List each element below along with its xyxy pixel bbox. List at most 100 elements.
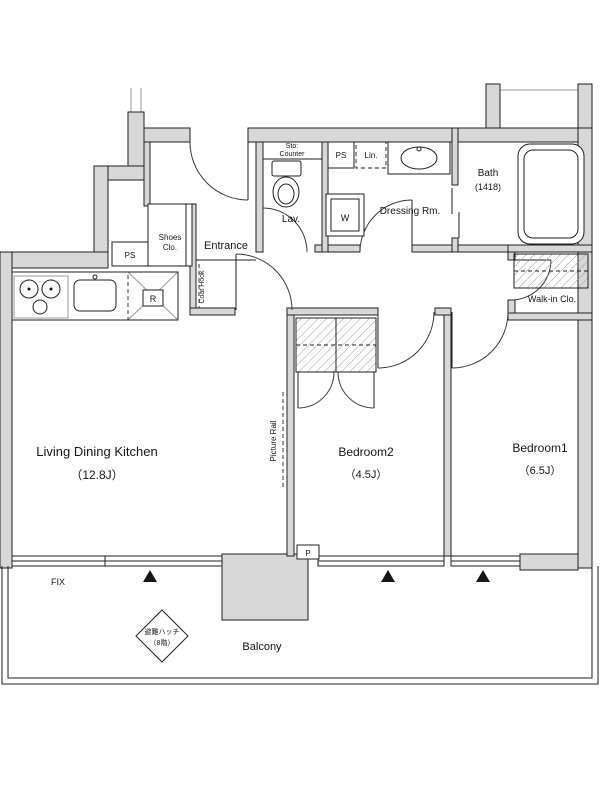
door-swing-arc: [359, 199, 413, 253]
wall-segment: [286, 307, 379, 316]
lavatory-door: [262, 207, 308, 253]
refrigerator-label-box: [142, 289, 164, 307]
bedroom2-closet: [295, 317, 377, 373]
windows: [11, 555, 521, 567]
dressing-room-door: [359, 199, 413, 253]
room-label-shoes-closet-2: Clo.: [163, 243, 177, 252]
stove-outline: [13, 275, 69, 319]
pipe-space-box-dressing: [327, 141, 355, 169]
toilet-bowl: [272, 176, 300, 208]
room-size-bedroom1: （6.5J）: [519, 464, 562, 477]
fix-window: [11, 555, 106, 567]
opening-marker-triangle: [476, 570, 490, 582]
room-label-balcony: Balcony: [242, 641, 282, 653]
room-size-bath: (1418): [475, 182, 501, 192]
toilet: [271, 160, 302, 208]
label-refrigerator: R: [150, 294, 157, 304]
washer-pan: [325, 193, 365, 237]
faucet-icon: [92, 274, 98, 280]
pipe-space-box-kitchen: [111, 241, 149, 267]
label-ps-kitchen: PS: [125, 251, 136, 260]
kitchen-sink: [73, 279, 117, 312]
walkin-closet-shelf: [513, 253, 589, 289]
balcony-inner-edge: [7, 566, 593, 679]
refrigerator-space: [127, 271, 179, 321]
room-label-bath: Bath: [478, 168, 499, 179]
wall-segment: [143, 141, 151, 207]
label-washer: W: [341, 213, 350, 223]
room-size-bedroom2: （4.5J）: [345, 468, 388, 481]
bathtub: [517, 143, 585, 245]
bedroom2-closet-doors: [297, 371, 375, 409]
wall-segment: [0, 251, 109, 269]
shoes-closet-box: [147, 203, 193, 267]
toilet-bowl-inner: [277, 183, 295, 205]
wall-segment: [451, 127, 459, 186]
label-ps-dressing: PS: [336, 151, 347, 160]
room-label-shoes-closet-1: Shoes: [159, 233, 182, 242]
wall-segment: [286, 307, 295, 557]
bedroom1-window: [450, 555, 521, 567]
label-storage-counter-1: Sto:: [286, 143, 299, 150]
stove-burner-dot: [49, 287, 53, 291]
bedroom1-door: [451, 311, 509, 369]
storage: [111, 141, 589, 373]
wall-segment: [443, 307, 452, 557]
bath-sliding-door: [451, 188, 460, 238]
kitchen: [11, 271, 179, 321]
stove-burner-icon: [32, 299, 48, 315]
wall-segment: [507, 244, 593, 253]
balcony-outer-edge: [1, 566, 599, 685]
room-label-entrance: Entrance: [204, 240, 248, 252]
ldk-door: [235, 253, 293, 311]
ldk-window: [104, 555, 223, 567]
label-linen: Lin.: [365, 151, 378, 160]
opening-marker-triangle: [143, 570, 157, 582]
room-label-walkin-closet: Walk-in Clo.: [528, 294, 576, 304]
exterior-accent-lines: [130, 88, 578, 112]
faucet-icon: [416, 146, 422, 152]
room-label-lavatory: Lav.: [282, 214, 300, 225]
bedroom2-window: [317, 555, 445, 567]
label-fix-window: FIX: [51, 577, 65, 587]
wall-segment: [485, 83, 501, 129]
pillar-box: [296, 544, 320, 560]
stove-burner-icon: [19, 279, 39, 299]
stove-burner-dot: [27, 287, 31, 291]
evacuation-hatch-diamond: [135, 609, 189, 663]
room-label-dressing: Dressing Rm.: [380, 206, 441, 217]
door-swing-arc: [451, 311, 509, 369]
wall-segment: [93, 165, 109, 253]
door-swing-arc: [297, 371, 335, 409]
bathtub-inner: [523, 149, 579, 239]
sliding-door-lines: [451, 188, 460, 238]
door-swing-arc: [337, 371, 375, 409]
wall-segment: [507, 312, 593, 321]
room-label-bedroom1: Bedroom1: [512, 441, 568, 455]
exterior-walls: [0, 83, 593, 621]
door-swing-arc: [189, 141, 249, 201]
label-coat-hook: Coat Hook: [199, 270, 206, 304]
label-evacuation-hatch-1: 避難ハッチ: [145, 627, 180, 636]
bathtub-outer: [517, 143, 585, 245]
label-picture-rail: Picture Rail: [269, 420, 278, 461]
door-swing-arc: [262, 207, 308, 253]
balcony: [1, 544, 599, 685]
label-pillar: P: [305, 549, 310, 558]
interior-walls: [143, 127, 593, 557]
wall-segment: [247, 127, 593, 143]
door-swing-arc: [235, 253, 293, 311]
doors: [189, 141, 552, 409]
wall-segment: [577, 83, 593, 129]
wall-segment: [451, 237, 459, 253]
stove-burner-icon: [41, 279, 61, 299]
wall-segment: [189, 307, 236, 316]
wall-segment: [434, 307, 452, 316]
labels: Living Dining Kitchen （12.8J） Bedroom2 （…: [36, 143, 576, 653]
room-label-bedroom2: Bedroom2: [338, 445, 394, 459]
wall-segment: [0, 251, 13, 569]
vanity-sink: [387, 141, 451, 175]
door-swing-arc: [377, 311, 435, 369]
